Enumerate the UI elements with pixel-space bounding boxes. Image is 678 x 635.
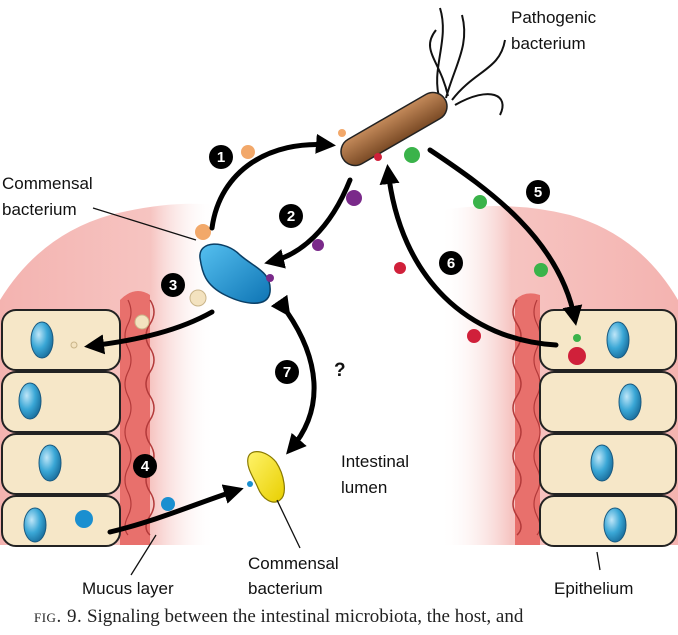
step-6: 6 bbox=[447, 255, 455, 272]
arrow-4 bbox=[107, 484, 244, 535]
commensal-bacterium-blue bbox=[199, 243, 271, 304]
mucus-layer-right bbox=[512, 293, 541, 545]
step-5: 5 bbox=[534, 184, 542, 201]
step-4: 4 bbox=[141, 458, 150, 475]
mucus-layer-label: Mucus layer bbox=[82, 579, 174, 598]
pathogenic-label-line1: Pathogenic bbox=[511, 8, 597, 27]
pathogenic-bacterium bbox=[340, 7, 506, 167]
nucleus-icon bbox=[30, 321, 54, 359]
step-1: 1 bbox=[217, 149, 225, 166]
nucleus-icon bbox=[603, 507, 627, 543]
arrow-3 bbox=[84, 309, 215, 355]
commensal-top-label-line1: Commensal bbox=[2, 174, 93, 193]
nucleus-icon bbox=[590, 444, 614, 482]
pathogenic-label-line2: bacterium bbox=[511, 34, 586, 53]
arrow-7 bbox=[270, 294, 317, 455]
step-2: 2 bbox=[287, 208, 295, 225]
arrow-2 bbox=[264, 177, 353, 269]
figure-caption: fig. 9. Signaling between the intestinal… bbox=[34, 606, 674, 628]
epithelium-right bbox=[539, 309, 677, 547]
epithelium-left bbox=[1, 309, 121, 547]
arrows bbox=[84, 133, 583, 535]
arrow-1 bbox=[209, 133, 336, 231]
mucus-layer-left bbox=[120, 291, 155, 545]
step-7: 7 bbox=[283, 364, 291, 381]
step-badges: 1 2 3 4 5 6 7 bbox=[133, 145, 550, 478]
figure-number: fig. 9. bbox=[34, 606, 83, 627]
commensal-bacterium-yellow bbox=[247, 451, 285, 503]
nucleus-icon bbox=[18, 382, 42, 420]
lumen-label-line2: lumen bbox=[341, 478, 387, 497]
arrow-6 bbox=[379, 164, 559, 348]
nucleus-icon bbox=[23, 507, 47, 543]
signal-molecules bbox=[70, 129, 586, 528]
step-3: 3 bbox=[169, 277, 177, 294]
commensal-bottom-label-line1: Commensal bbox=[248, 554, 339, 573]
nucleus-icon bbox=[618, 383, 642, 421]
epithelium-label: Epithelium bbox=[554, 579, 633, 598]
commensal-bottom-label-line2: bacterium bbox=[248, 579, 323, 598]
nucleus-icon bbox=[606, 321, 630, 359]
nucleus-icon bbox=[38, 444, 62, 482]
arrow-5 bbox=[427, 147, 583, 326]
unknown-signal-question: ? bbox=[334, 360, 346, 381]
commensal-top-label-line2: bacterium bbox=[2, 200, 77, 219]
leader-lines bbox=[92, 207, 601, 576]
caption-text: Signaling between the intestinal microbi… bbox=[86, 606, 524, 627]
lumen-label-line1: Intestinal bbox=[341, 452, 409, 471]
